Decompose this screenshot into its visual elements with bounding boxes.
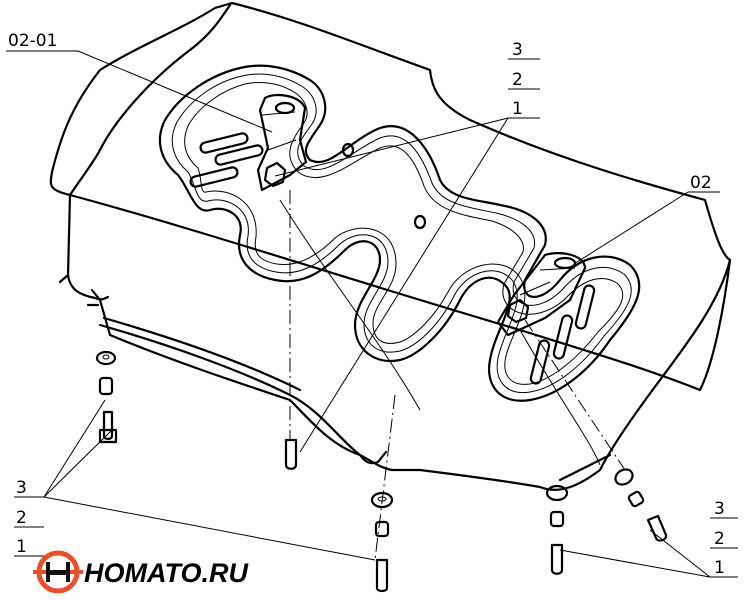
stamped-channel (158, 64, 641, 402)
fastener-set-left (95, 350, 118, 444)
bracket-left (256, 93, 308, 192)
logo-text: HOMATO.RU (84, 558, 249, 588)
homato-logo: HOMATO.RU (33, 550, 249, 594)
leader-lines (6, 50, 738, 578)
label-bottom-left-2: 2 (16, 508, 27, 528)
label-bottom-right-2: 2 (714, 529, 725, 549)
label-bottom-right-3: 3 (714, 499, 725, 519)
fastener-set-right (614, 468, 668, 542)
label-bottom-left-3: 3 (16, 478, 27, 498)
stud-center (284, 438, 298, 470)
callout-labels: 02-01 3 2 1 02 3 2 1 3 2 1 (8, 31, 725, 578)
fastener-set-bottom-center (370, 491, 394, 593)
ventilation-slots (189, 132, 596, 385)
label-part-02: 02 (690, 173, 712, 193)
fastener-set-bottom-right (545, 484, 569, 575)
label-top-1: 1 (512, 99, 523, 119)
skid-plate (49, 1, 732, 491)
label-bottom-right-1: 1 (714, 558, 725, 578)
assembly-axes (289, 190, 626, 561)
logo-h-mark-icon (46, 562, 70, 582)
label-top-2: 2 (512, 70, 523, 90)
label-bottom-left-1: 1 (16, 537, 27, 557)
label-part-02-01: 02-01 (8, 31, 57, 51)
label-top-3: 3 (512, 40, 523, 60)
